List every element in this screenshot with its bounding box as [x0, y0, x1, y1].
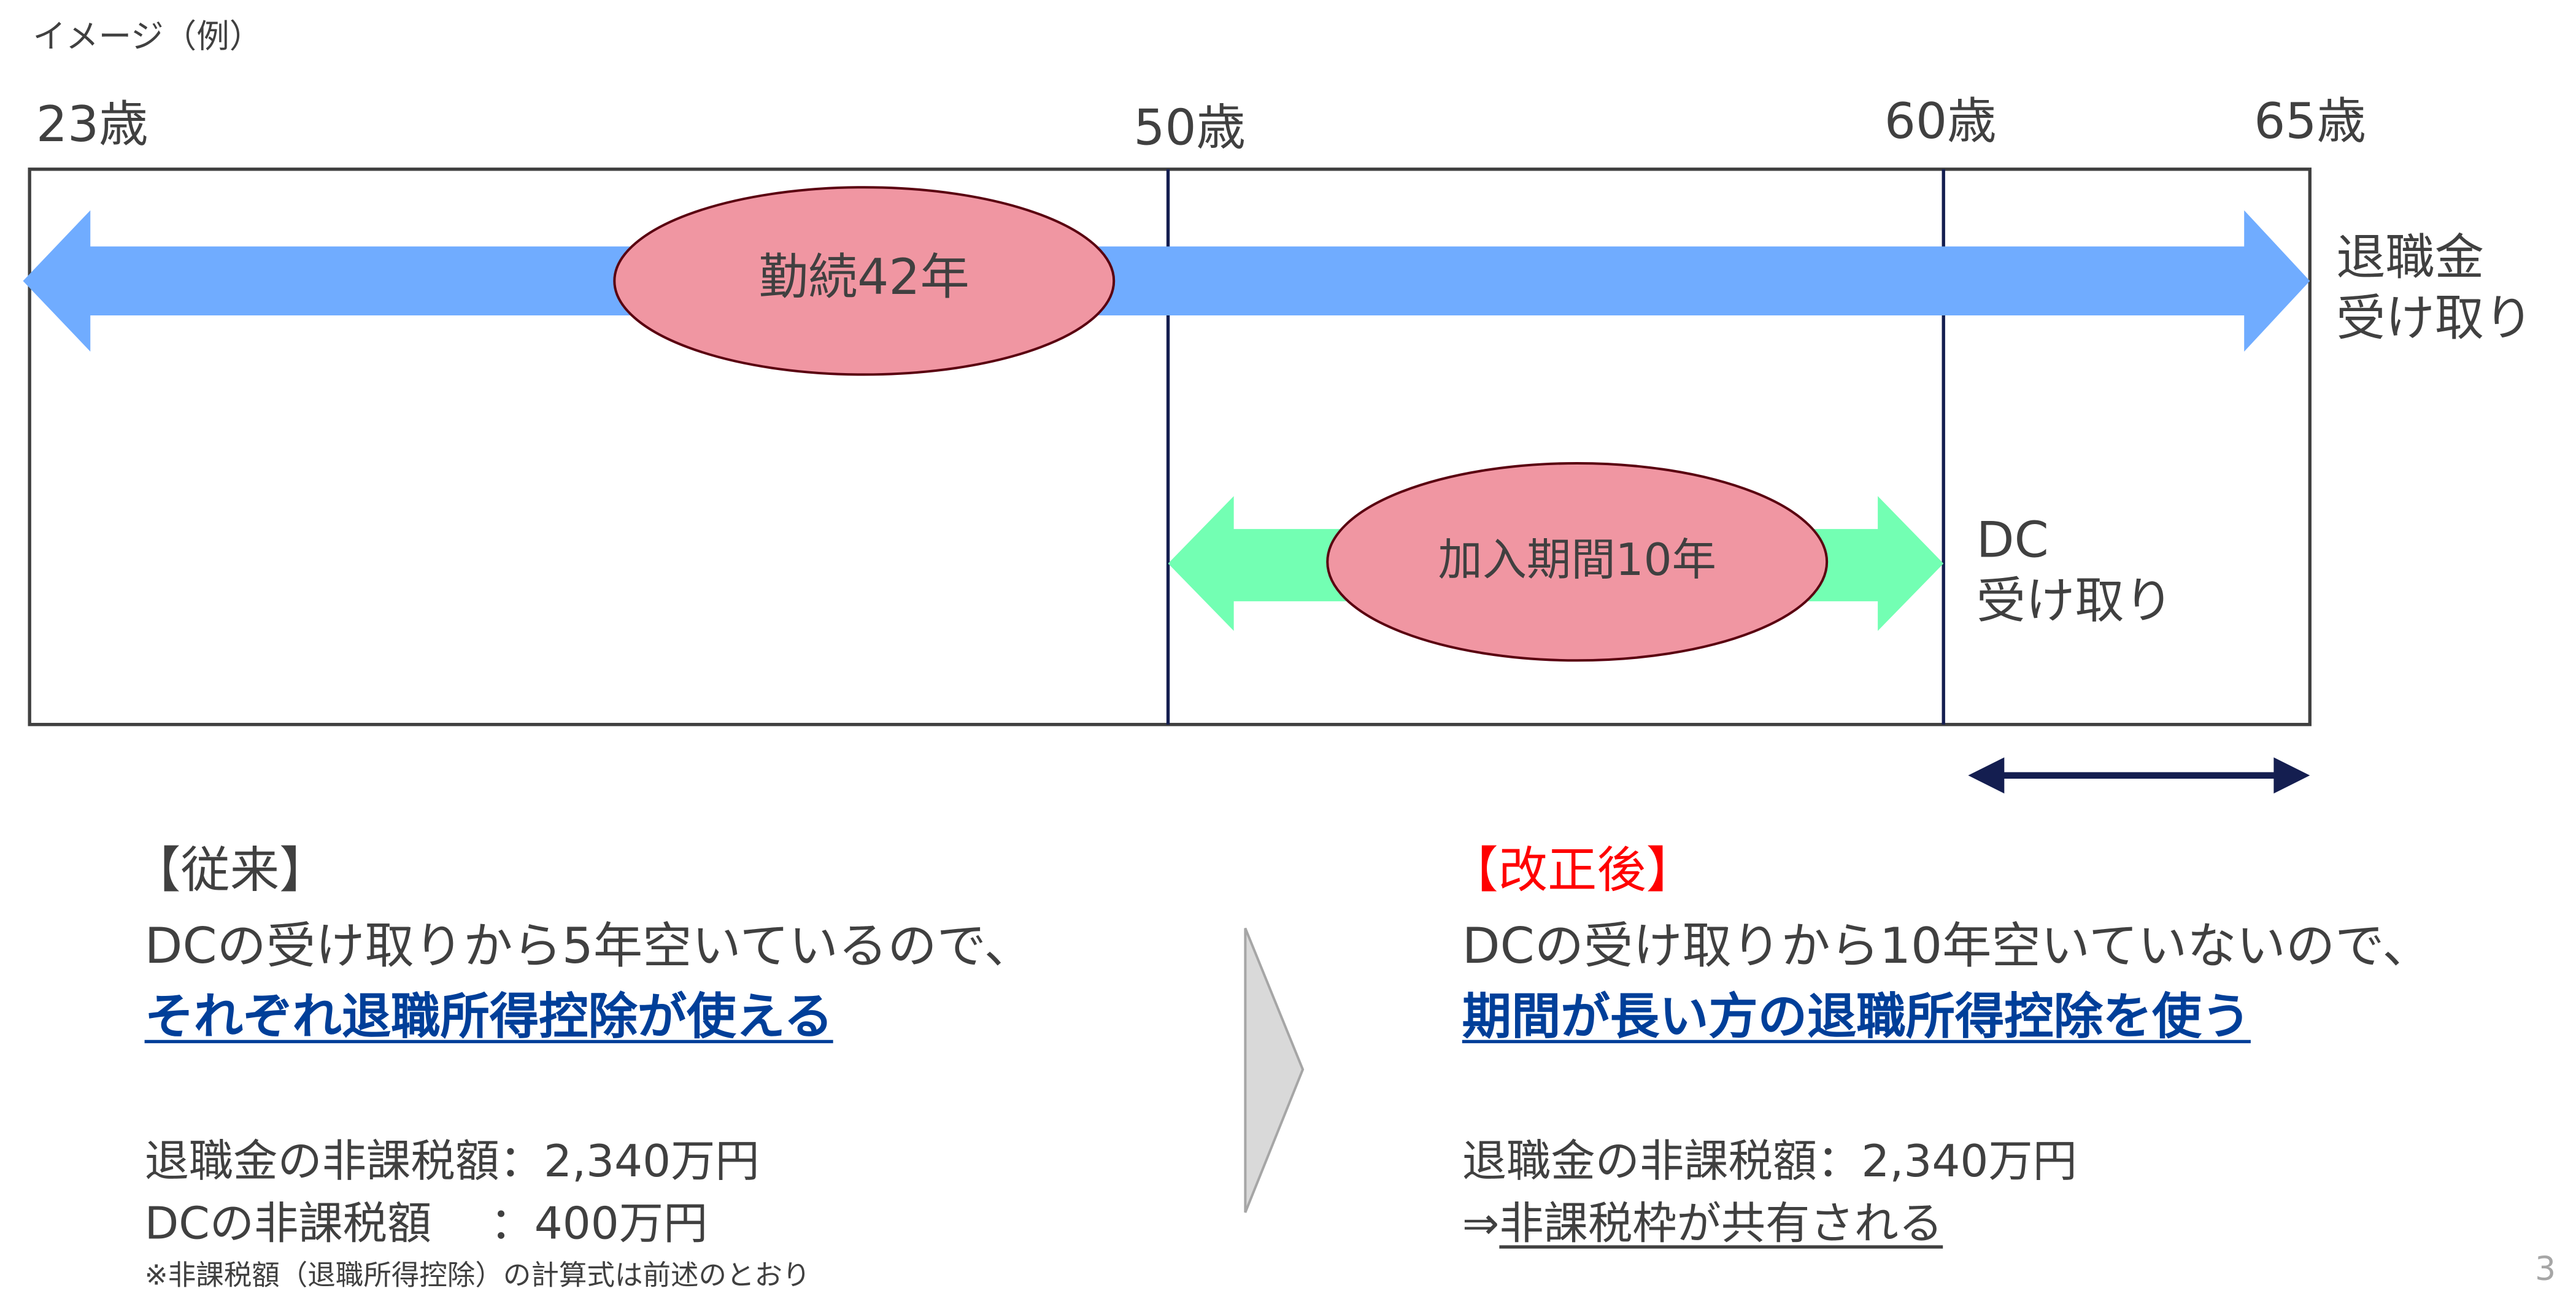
before-note: ※非課税額（退職所得控除）の計算式は前述のとおり	[144, 1260, 811, 1294]
age-label-23: 23歳	[36, 96, 148, 155]
before-line2: それぞれ退職所得控除が使える	[144, 989, 833, 1047]
age-label-60: 60歳	[1884, 93, 1997, 152]
tenure-label: 勤続42年	[758, 249, 970, 307]
after-line2: 期間が長い方の退職所得控除を使う	[1462, 989, 2251, 1047]
retirement-label-2: 受け取り	[2336, 290, 2534, 349]
tenure-arrow	[23, 210, 2310, 352]
dc-period-ellipse	[1326, 461, 1829, 662]
dc-label-2: 受け取り	[1976, 573, 2174, 631]
tenure-ellipse	[613, 186, 1116, 376]
before-heading: 【従来】	[131, 843, 329, 901]
gap-arrow-right-head	[2273, 757, 2310, 794]
dc-label-1: DC	[1976, 512, 2049, 571]
after-line4-text: 非課税枠が共有される	[1499, 1199, 1943, 1251]
before-line4: DCの非課税額 ：400万円	[144, 1199, 708, 1251]
after-line1: DCの受け取りから10年空いていないので、	[1462, 918, 2432, 976]
before-line3: 退職金の非課税額：2,340万円	[144, 1136, 760, 1188]
retirement-label-1: 退職金	[2336, 229, 2485, 288]
chevron-right-icon	[1244, 927, 1305, 1213]
caption: イメージ（例）	[33, 16, 263, 56]
after-line4: ⇒非課税枠が共有される	[1462, 1203, 1943, 1247]
before-line1: DCの受け取りから5年空いているので、	[144, 918, 1034, 976]
dc-period-label: 加入期間10年	[1438, 535, 1716, 587]
age-label-65: 65歳	[2254, 93, 2366, 152]
after-line3: 退職金の非課税額：2,340万円	[1462, 1136, 2077, 1188]
age-label-50: 50歳	[1133, 100, 1246, 158]
arrow-prefix: ⇒	[1462, 1199, 1500, 1251]
gap-arrow-left-head	[1968, 757, 2005, 794]
after-heading: 【改正後】	[1449, 843, 1695, 901]
page-number: 3	[2535, 1248, 2556, 1289]
